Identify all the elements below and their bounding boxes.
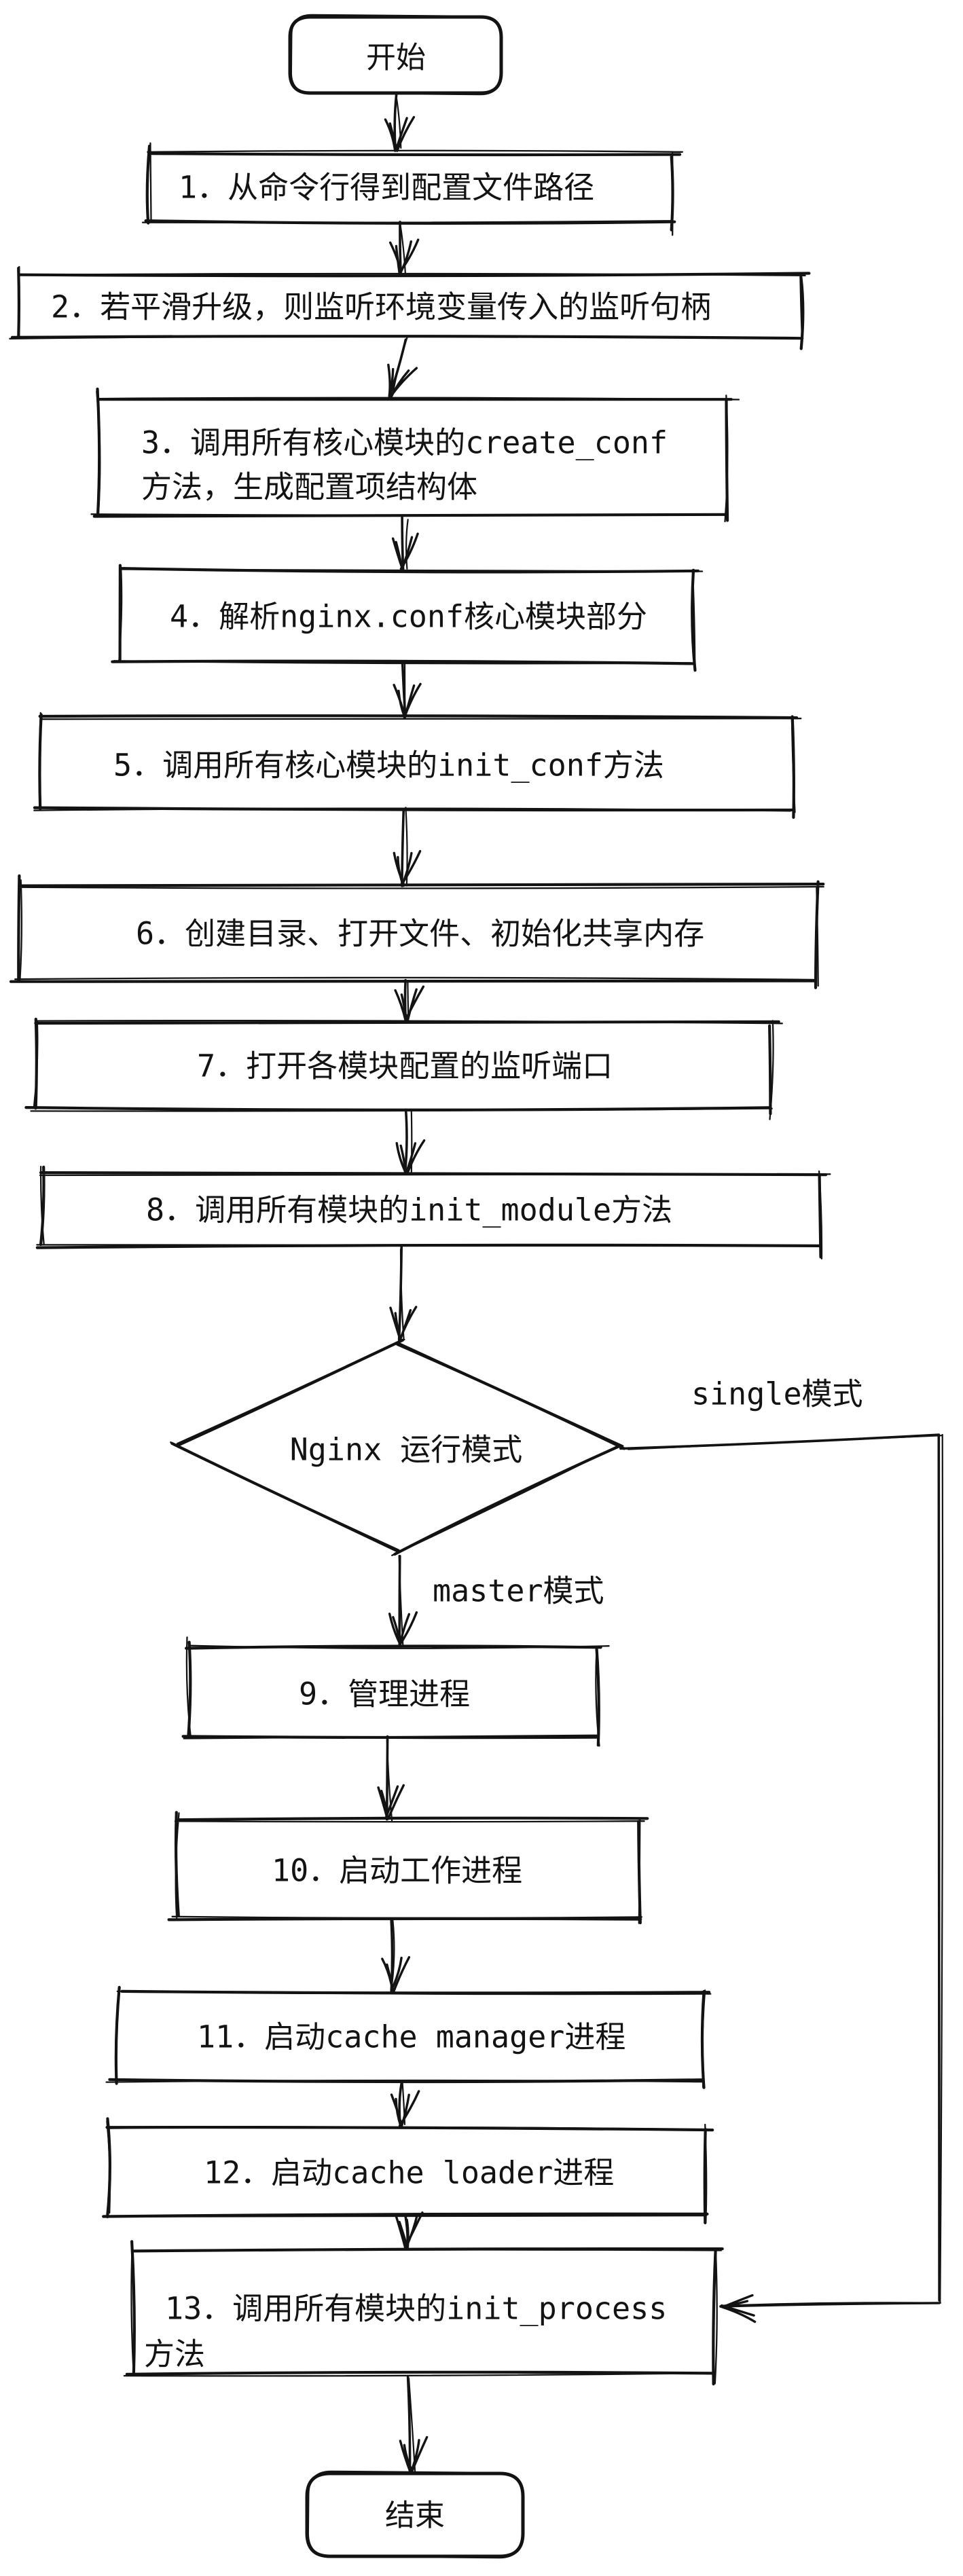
arrow-step10-to-step11 xyxy=(381,1917,411,1993)
label-step7: 7．打开各模块配置的监听端口 xyxy=(197,1048,613,1084)
process-box-step13 xyxy=(123,2240,724,2386)
label-step3-line1: 3．调用所有核心模块的create_conf xyxy=(141,425,668,461)
label-step13-line1: 13．调用所有模块的init_process xyxy=(165,2291,667,2327)
process-box-step8 xyxy=(35,1165,831,1259)
label-step11: 11．启动cache manager进程 xyxy=(197,2019,625,2055)
edge-label-master: master模式 xyxy=(433,1573,604,1609)
label-step1: 1．从命令行得到配置文件路径 xyxy=(179,170,594,206)
label-step12: 12．启动cache loader进程 xyxy=(204,2155,614,2191)
process-box-step10 xyxy=(167,1811,649,1925)
process-box-step9 xyxy=(181,1636,610,1747)
label-step3-line2: 方法，生成配置项结构体 xyxy=(141,469,477,505)
arrow-step8-to-decision xyxy=(389,1245,418,1342)
process-box-step2 xyxy=(9,265,811,350)
labels: 开始 1．从命令行得到配置文件路径 2．若平滑升级，则监听环境变量传入的监听句柄… xyxy=(51,41,863,2533)
arrow-step2-to-step3 xyxy=(387,337,418,400)
label-step10: 10．启动工作进程 xyxy=(272,1853,522,1889)
process-box-step11 xyxy=(105,1985,712,2089)
terminal-end xyxy=(305,2470,525,2559)
label-step6: 6．创建目录、打开文件、初始化共享内存 xyxy=(136,916,704,952)
label-step2: 2．若平滑升级，则监听环境变量传入的监听句柄 xyxy=(51,289,711,325)
label-start: 开始 xyxy=(366,41,426,75)
arrow-step9-to-step10 xyxy=(377,1735,405,1822)
label-step8: 8．调用所有模块的init_module方法 xyxy=(146,1192,672,1228)
terminal-start xyxy=(288,14,503,96)
label-decision: Nginx 运行模式 xyxy=(290,1432,523,1468)
process-box-step3 xyxy=(90,387,740,523)
arrow-step12-to-step13 xyxy=(395,2211,424,2250)
label-step9: 9．管理进程 xyxy=(299,1676,470,1712)
arrow-decision-to-step9-master xyxy=(388,1555,418,1647)
arrow-step4-to-step5 xyxy=(393,660,422,720)
label-end: 结束 xyxy=(385,2499,445,2533)
arrow-step13-to-end xyxy=(399,2375,429,2473)
process-box-step7 xyxy=(24,1017,783,1120)
arrow-start-to-step1 xyxy=(384,93,416,152)
label-step4: 4．解析nginx.conf核心模块部分 xyxy=(170,599,647,635)
label-step13-line2: 方法 xyxy=(144,2336,205,2372)
arrow-step11-to-step12 xyxy=(390,2081,420,2129)
arrow-step6-to-step7 xyxy=(394,978,425,1024)
edge-label-single: single模式 xyxy=(691,1376,863,1412)
arrow-decision-to-step13-single xyxy=(619,1433,944,2323)
process-box-step12 xyxy=(102,2117,714,2224)
process-box-step4 xyxy=(111,564,704,672)
arrow-step7-to-step8 xyxy=(395,1108,426,1176)
label-step5: 5．调用所有核心模块的init_conf方法 xyxy=(113,748,664,784)
decision-diamond xyxy=(170,1338,626,1556)
process-box-step6 xyxy=(9,874,825,989)
arrow-step3-to-step4 xyxy=(391,514,419,572)
arrow-step5-to-step6 xyxy=(393,807,422,887)
process-box-step1 xyxy=(141,142,683,236)
arrow-step1-to-step2 xyxy=(388,221,420,275)
